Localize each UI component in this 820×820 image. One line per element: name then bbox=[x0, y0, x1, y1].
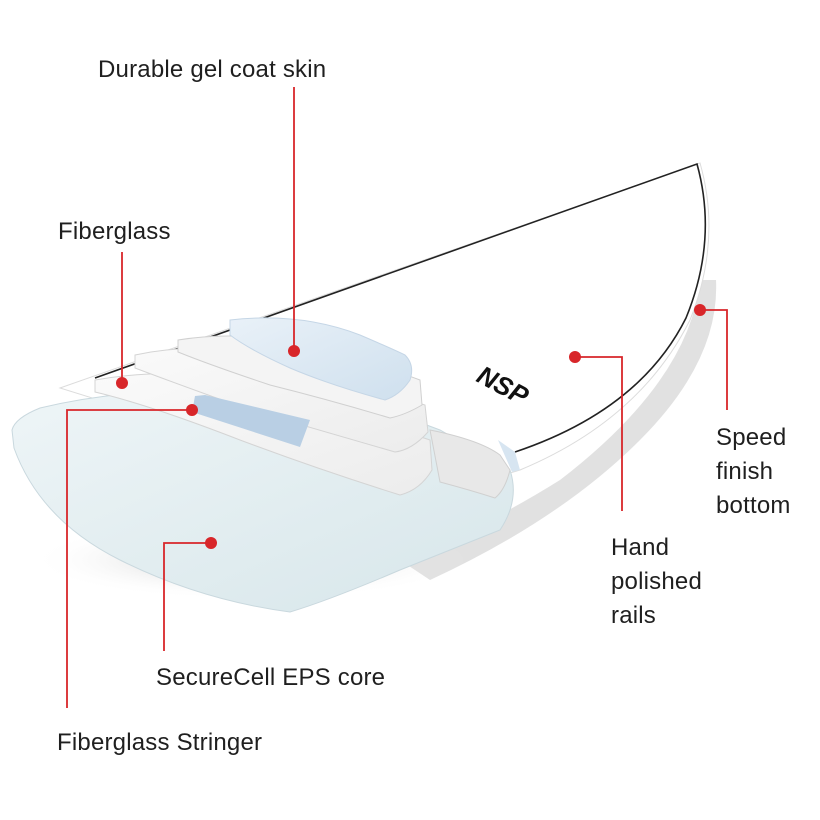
label-fiberglass: Fiberglass bbox=[58, 218, 171, 245]
fiberglass-dot bbox=[116, 377, 128, 389]
label-speed-finish: Speed finish bottom bbox=[716, 424, 791, 519]
label-hand-polished-rails: Hand polished rails bbox=[611, 534, 703, 629]
stringer-dot bbox=[186, 404, 198, 416]
label-eps-core: SecureCell EPS core bbox=[156, 664, 386, 691]
callout-lines bbox=[66, 87, 728, 708]
rails-dot bbox=[569, 351, 581, 363]
label-fiberglass-stringer: Fiberglass Stringer bbox=[57, 729, 263, 756]
gel-coat-layer bbox=[229, 317, 413, 401]
gel-dot bbox=[288, 345, 300, 357]
speed-dot bbox=[694, 304, 706, 316]
core-dot bbox=[205, 537, 217, 549]
label-gel-coat: Durable gel coat skin bbox=[98, 56, 327, 83]
layer-stack bbox=[11, 317, 520, 613]
callout-dots bbox=[116, 304, 706, 549]
stringer-strip bbox=[192, 395, 310, 447]
rail-bands bbox=[429, 429, 511, 499]
